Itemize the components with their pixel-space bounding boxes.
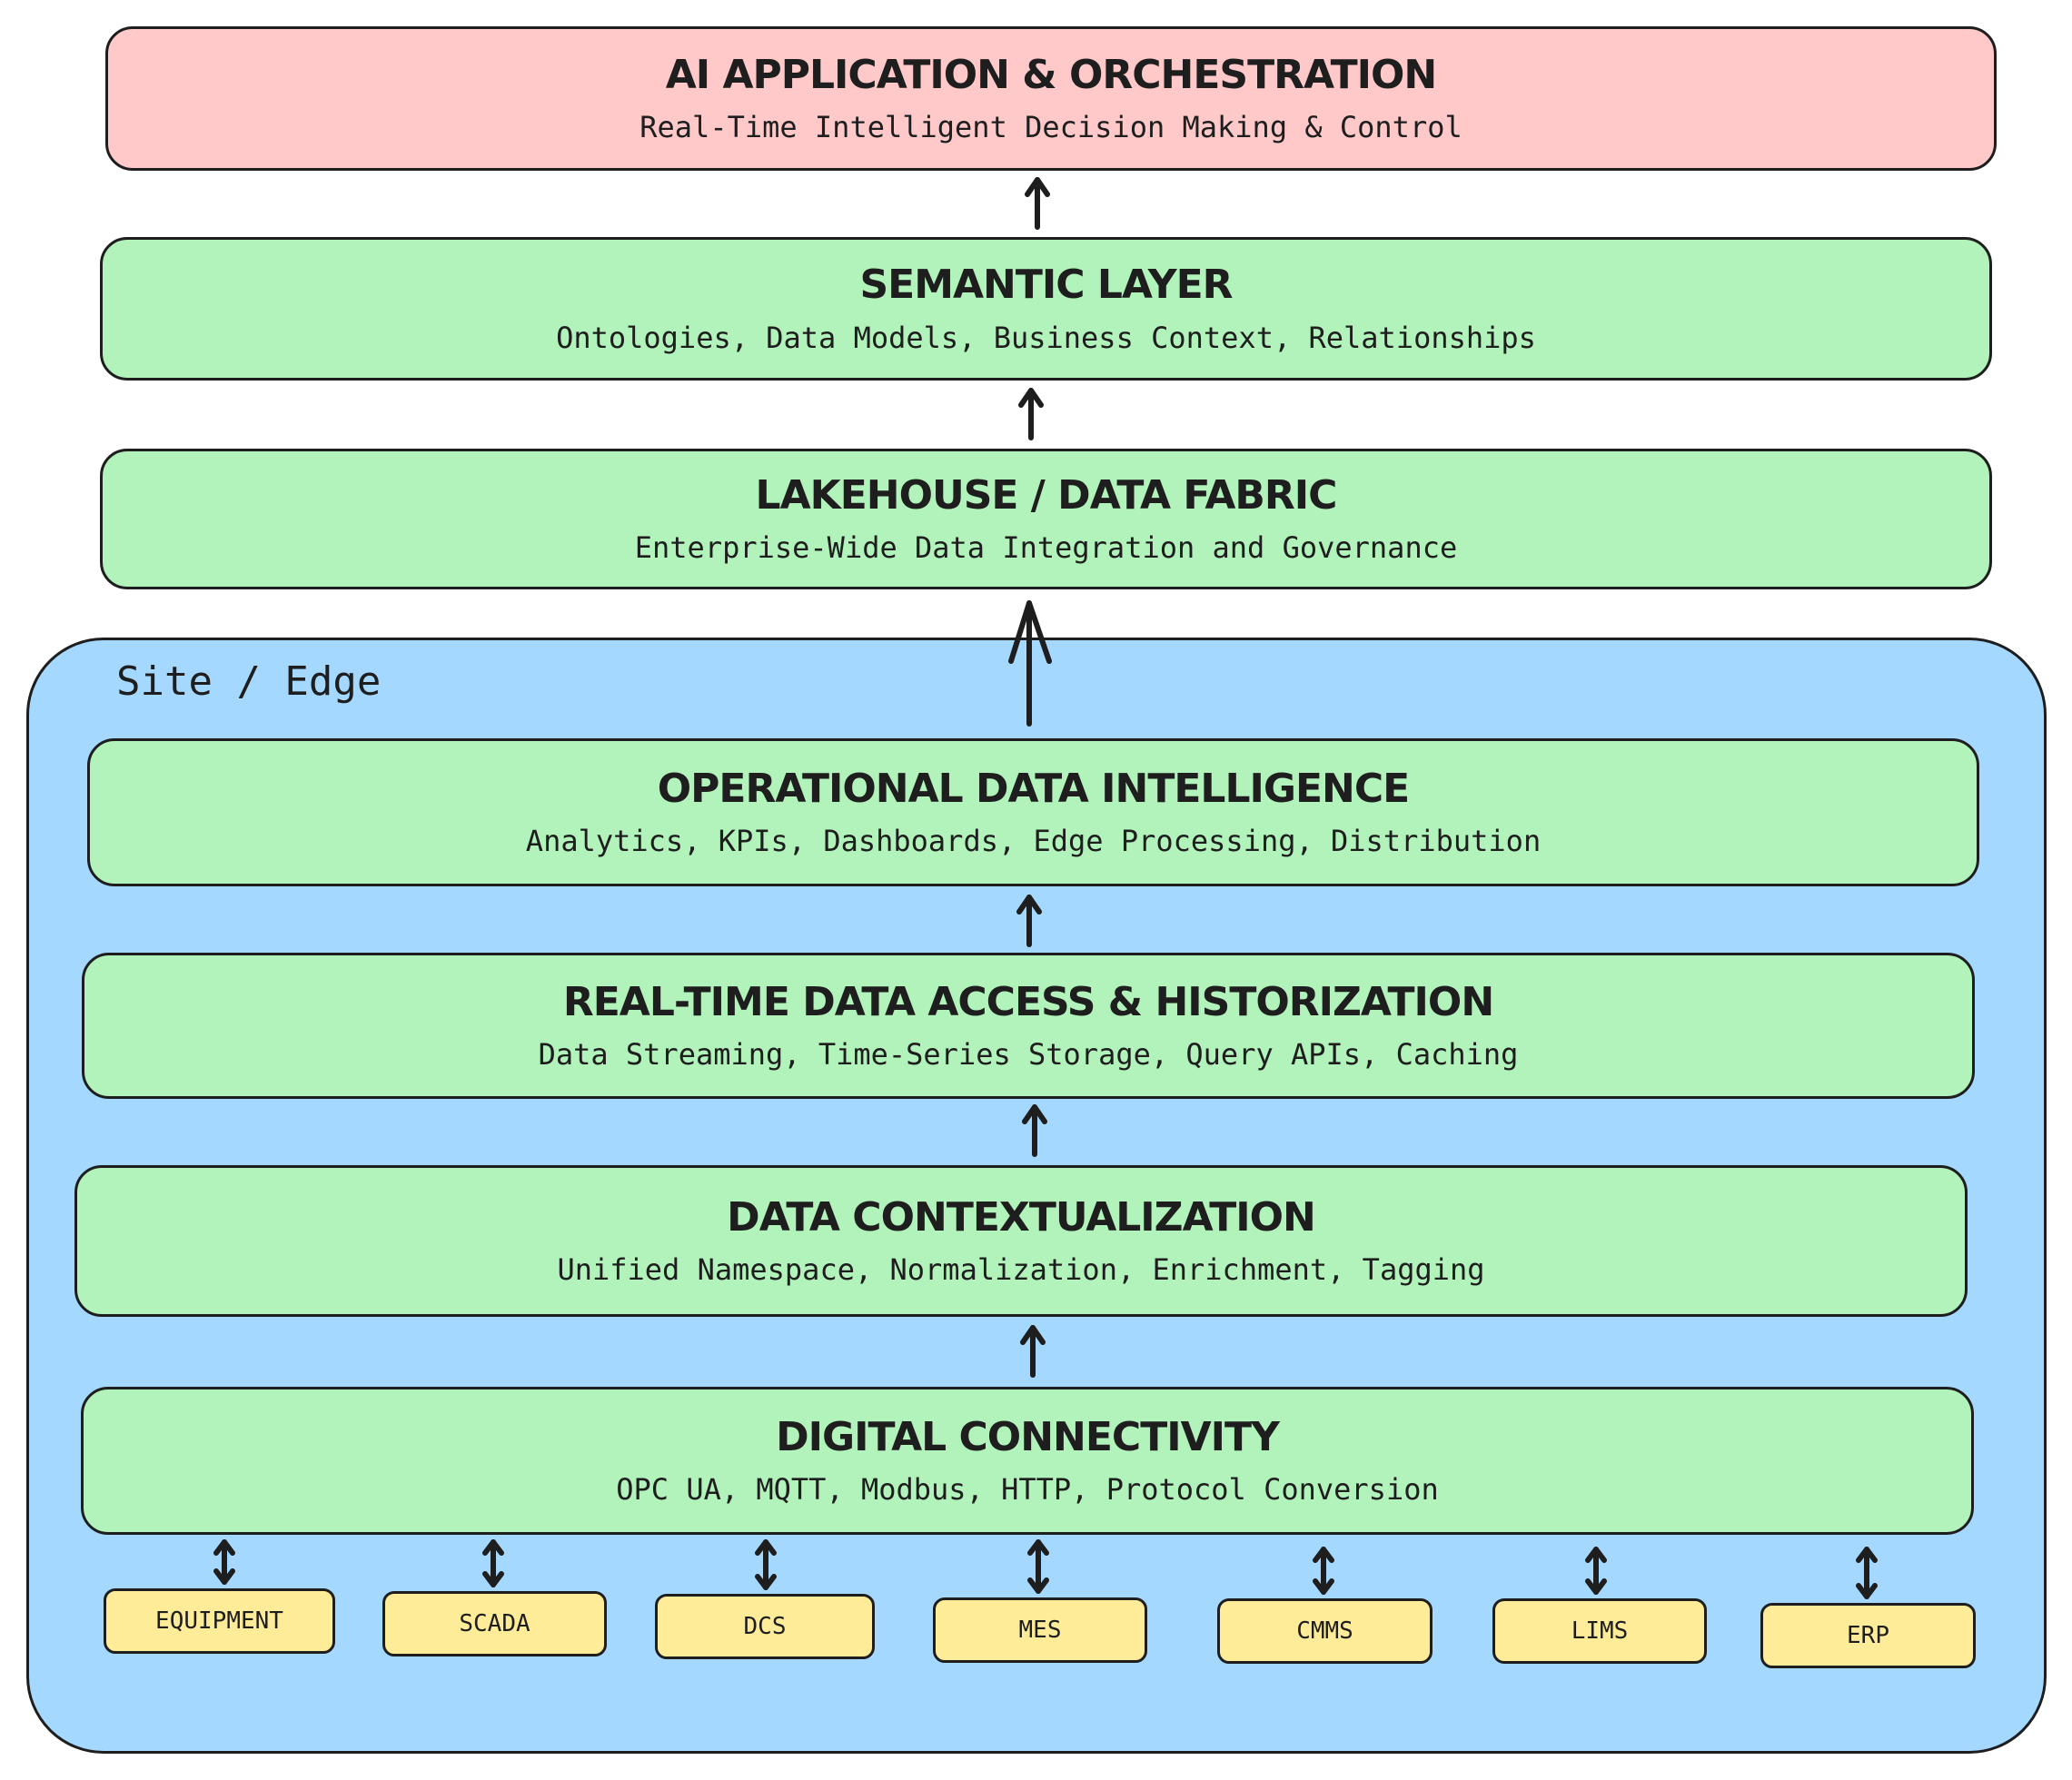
realtime-access-subtitle: Data Streaming, Time-Series Storage, Que… [538,1037,1519,1073]
connectivity-title: DIGITAL CONNECTIVITY [776,1413,1280,1460]
lakehouse-layer-subtitle: Enterprise-Wide Data Integration and Gov… [634,530,1458,566]
ai-application-title: AI APPLICATION & ORCHESTRATION [665,51,1438,98]
source-scada: SCADA [382,1591,607,1656]
source-equipment: EQUIPMENT [104,1588,335,1654]
contextualization-layer: DATA CONTEXTUALIZATION Unified Namespace… [74,1165,1968,1317]
semantic-layer-subtitle: Ontologies, Data Models, Business Contex… [556,320,1536,355]
source-dcs: DCS [655,1594,875,1659]
arrow-semantic-to-ai [1025,177,1050,230]
source-cmms: CMMS [1217,1598,1433,1664]
contextualization-subtitle: Unified Namespace, Normalization, Enrich… [557,1252,1485,1288]
ai-application-subtitle: Real-Time Intelligent Decision Making & … [639,110,1462,145]
operational-intelligence-subtitle: Analytics, KPIs, Dashboards, Edge Proces… [525,824,1542,859]
semantic-layer: SEMANTIC LAYER Ontologies, Data Models, … [100,237,1992,381]
connectivity-layer: DIGITAL CONNECTIVITY OPC UA, MQTT, Modbu… [81,1387,1974,1535]
site-edge-label: Site / Edge [116,658,382,705]
realtime-access-layer: REAL-TIME DATA ACCESS & HISTORIZATION Da… [82,953,1975,1099]
ai-application-layer: AI APPLICATION & ORCHESTRATION Real-Time… [105,26,1997,171]
connectivity-subtitle: OPC UA, MQTT, Modbus, HTTP, Protocol Con… [616,1472,1439,1508]
operational-intelligence-title: OPERATIONAL DATA INTELLIGENCE [657,765,1410,812]
source-mes: MES [933,1597,1147,1663]
realtime-access-title: REAL-TIME DATA ACCESS & HISTORIZATION [562,978,1494,1025]
lakehouse-layer: LAKEHOUSE / DATA FABRIC Enterprise-Wide … [100,449,1992,589]
semantic-layer-title: SEMANTIC LAYER [859,262,1233,309]
arrow-lakehouse-to-semantic [1018,388,1044,440]
source-lims: LIMS [1492,1598,1707,1664]
contextualization-title: DATA CONTEXTUALIZATION [727,1193,1316,1241]
lakehouse-layer-title: LAKEHOUSE / DATA FABRIC [755,471,1338,519]
source-erp: ERP [1760,1603,1976,1668]
operational-intelligence-layer: OPERATIONAL DATA INTELLIGENCE Analytics,… [87,738,1979,886]
